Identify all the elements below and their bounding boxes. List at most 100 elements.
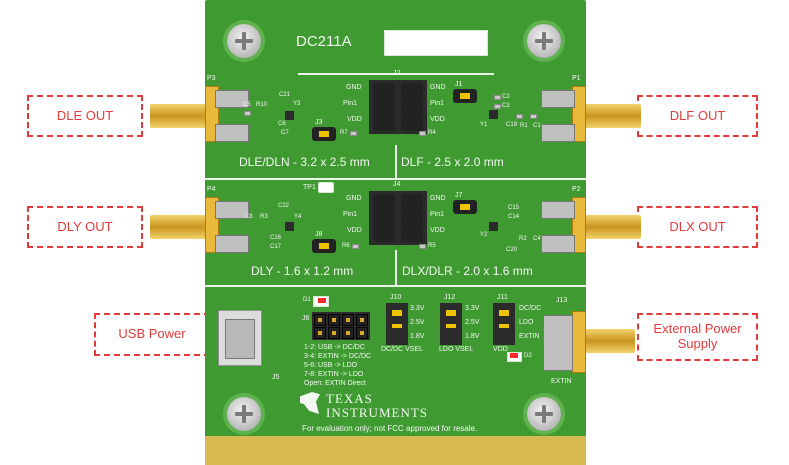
callout-label: External Power Supply bbox=[653, 321, 742, 351]
refdes-c14: C14 bbox=[508, 214, 520, 220]
vsel-j10-3v3: 3.3V bbox=[410, 305, 425, 312]
jumper-label-j4: J4 bbox=[393, 181, 401, 188]
connector-label-p3: P3 bbox=[207, 75, 216, 82]
header-j6-pin-2[interactable] bbox=[314, 327, 326, 339]
sma-p2-stem bbox=[585, 215, 641, 239]
jumper-cap-j2-1[interactable] bbox=[373, 83, 395, 99]
pin-label-gnd-left-2: GND bbox=[346, 195, 362, 202]
refdes-c6: C6 bbox=[278, 121, 286, 127]
refdes-r6: R6 bbox=[342, 243, 350, 249]
jumper-j11-cap[interactable] bbox=[499, 310, 509, 316]
header-j6-pin-1[interactable] bbox=[314, 314, 326, 326]
header-j6-pin-6[interactable] bbox=[342, 327, 354, 339]
legend-line-4: 7-8: EXTIN -> LDO bbox=[304, 371, 364, 378]
refdes-c2: C2 bbox=[502, 94, 510, 100]
jumper-cap-j4-3[interactable] bbox=[373, 210, 395, 226]
refdes-y1: Y1 bbox=[480, 122, 488, 128]
refdes-c1: C1 bbox=[533, 123, 541, 129]
testpoint-label-tp1: TP1 bbox=[303, 184, 316, 191]
separator-vertical-1 bbox=[395, 145, 397, 178]
jumper-cap-j4-2[interactable] bbox=[401, 194, 423, 210]
refdes-c4: C4 bbox=[533, 236, 541, 242]
header-j6-pin-4[interactable] bbox=[328, 327, 340, 339]
jumper-j11-pin bbox=[499, 324, 509, 328]
jumper-j3-pin bbox=[319, 131, 329, 137]
jumper-j12-cap[interactable] bbox=[446, 310, 456, 316]
jumper-cap-j2-4[interactable] bbox=[401, 99, 423, 115]
led-d1-indicator bbox=[318, 298, 326, 303]
led-d2-indicator bbox=[510, 353, 518, 358]
jumper-j7-pin bbox=[460, 204, 470, 210]
component-c3 bbox=[494, 104, 501, 109]
pin-label-gnd-left-1: GND bbox=[346, 84, 362, 91]
sma-p4-tab-bottom bbox=[215, 235, 249, 253]
jumper-cap-j2-2[interactable] bbox=[401, 83, 423, 99]
section-label-dle: DLE/DLN - 3.2 x 2.5 mm bbox=[239, 155, 370, 169]
section-label-dlx: DLX/DLR - 2.0 x 1.6 mm bbox=[402, 264, 533, 278]
component-r5 bbox=[419, 244, 426, 249]
crystal-y3 bbox=[285, 111, 294, 120]
jumper-cap-j4-6[interactable] bbox=[401, 226, 423, 242]
callout-label: DLY OUT bbox=[57, 218, 113, 234]
refdes-r3: R3 bbox=[260, 214, 268, 220]
header-j6-pin-7[interactable] bbox=[356, 314, 368, 326]
sma-j13-stem bbox=[585, 329, 635, 353]
sma-connector-p2 bbox=[572, 197, 586, 253]
mounting-screw-top-left bbox=[227, 24, 261, 58]
header-j6-pin-5[interactable] bbox=[342, 314, 354, 326]
component-r4 bbox=[419, 131, 426, 136]
vsel-j10-1v8: 1.8V bbox=[410, 333, 425, 340]
vsel-j12-3v3: 3.3V bbox=[465, 305, 480, 312]
brand-line-1: TEXAS bbox=[326, 391, 373, 406]
vsel-j10-2v5: 2.5V bbox=[410, 319, 425, 326]
jumper-j8-pin bbox=[319, 243, 329, 249]
header-j6-pin-8[interactable] bbox=[356, 327, 368, 339]
jumper-cap-j2-3[interactable] bbox=[373, 99, 395, 115]
jumper-label-j11: J11 bbox=[497, 294, 508, 301]
component-r7 bbox=[350, 131, 357, 136]
connector-label-j13: J13 bbox=[556, 297, 568, 304]
component-c5 bbox=[244, 111, 251, 116]
pin-label-vdd-left-2: VDD bbox=[347, 227, 362, 234]
sma-p4-stem bbox=[150, 215, 206, 239]
jumper-label-j7: J7 bbox=[455, 192, 463, 199]
vsel-j10-title: DC/DC VSEL bbox=[381, 346, 424, 353]
refdes-r4: R4 bbox=[428, 130, 436, 136]
jumper-j10-cap[interactable] bbox=[392, 310, 402, 316]
refdes-y4: Y4 bbox=[294, 214, 302, 220]
refdes-c5: C5 bbox=[243, 102, 251, 108]
jumper-label-j2: J2 bbox=[393, 70, 401, 77]
refdes-r2: R2 bbox=[519, 236, 527, 242]
sma-p1-tab-bottom bbox=[541, 124, 575, 142]
callout-external-power: External Power Supply bbox=[637, 313, 758, 361]
jumper-cap-j2-6[interactable] bbox=[401, 115, 423, 131]
jumper-cap-j4-4[interactable] bbox=[401, 210, 423, 226]
jumper-cap-j2-5[interactable] bbox=[373, 115, 395, 131]
refdes-d1: D1 bbox=[303, 297, 311, 303]
jumper-j12-pin bbox=[446, 324, 456, 328]
sma-p2-tab-top bbox=[541, 201, 575, 219]
separator-mid-2 bbox=[205, 285, 586, 287]
header-j6-pin-3[interactable] bbox=[328, 314, 340, 326]
refdes-c16: C16 bbox=[270, 235, 282, 241]
section-label-dlf: DLF - 2.5 x 2.0 mm bbox=[401, 155, 504, 169]
jumper-cap-j4-1[interactable] bbox=[373, 194, 395, 210]
legend-line-5: Open: EXTIN Direct bbox=[304, 380, 366, 387]
callout-usb-power: USB Power bbox=[94, 313, 210, 356]
jumper-cap-j4-5[interactable] bbox=[373, 226, 395, 242]
refdes-c22: C22 bbox=[278, 203, 290, 209]
crystal-y4 bbox=[285, 222, 294, 231]
pin-label-vdd-right-2: VDD bbox=[430, 227, 445, 234]
jumper-label-j10: J10 bbox=[390, 294, 402, 301]
refdes-c17: C17 bbox=[270, 244, 282, 250]
jumper-label-j1: J1 bbox=[455, 81, 463, 88]
label-area bbox=[384, 30, 488, 56]
callout-dlf-out: DLF OUT bbox=[637, 95, 758, 137]
connector-label-p1: P1 bbox=[572, 75, 581, 82]
refdes-r1: R1 bbox=[520, 123, 528, 129]
section-label-dly: DLY - 1.6 x 1.2 mm bbox=[251, 264, 354, 278]
refdes-c21: C21 bbox=[279, 92, 291, 98]
sma-connector-p1 bbox=[572, 86, 586, 142]
crystal-y2 bbox=[489, 222, 498, 231]
separator-mid-1 bbox=[205, 178, 586, 180]
